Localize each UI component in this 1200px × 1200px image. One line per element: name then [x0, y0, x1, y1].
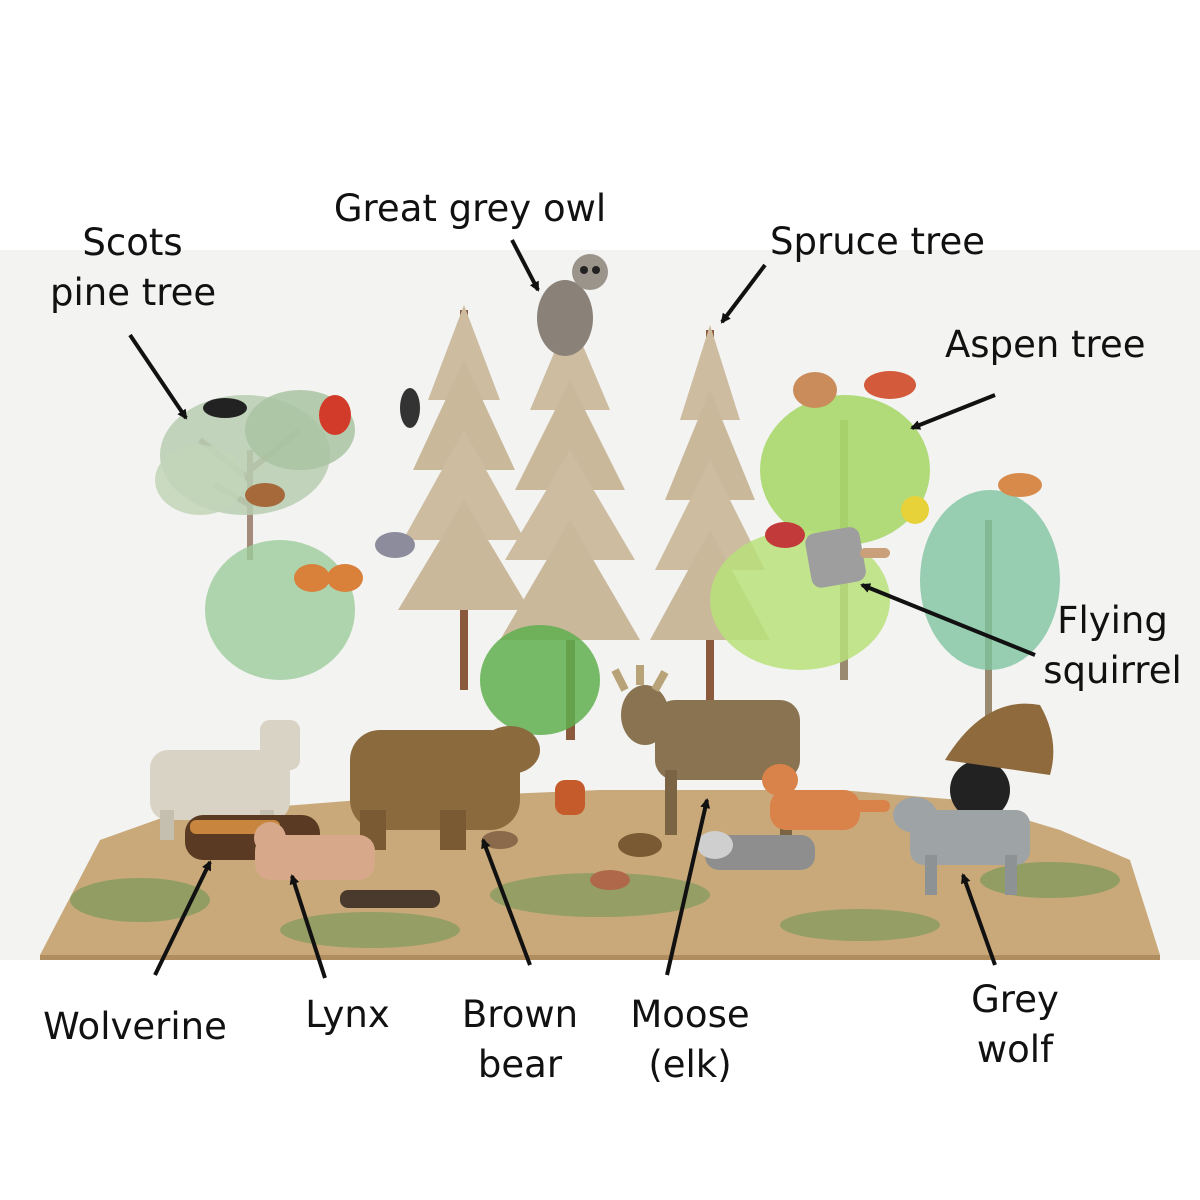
- small-animal-figures: [340, 780, 662, 908]
- label-lynx: Lynx: [305, 993, 390, 1036]
- arrow-flying-squirrel: [860, 583, 1036, 657]
- label-spruce-tree: Spruce tree: [770, 220, 985, 263]
- fern: [480, 625, 600, 735]
- label-moose: Moose (elk): [630, 993, 750, 1086]
- arrows: [128, 239, 1036, 979]
- grey-wolf-figure: [893, 797, 1030, 895]
- arrow-scots-pine: [128, 333, 188, 420]
- arrow-aspen: [910, 393, 996, 430]
- brown-bear-figure: [350, 726, 540, 850]
- arrow-owl: [510, 239, 540, 292]
- owl-figure: [537, 254, 608, 356]
- label-grey-wolf: Grey wolf: [971, 978, 1059, 1071]
- butterfly-figure: [294, 564, 363, 592]
- raccoon-dog-figure: [697, 831, 815, 870]
- label-brown-bear: Brown bear: [461, 993, 579, 1086]
- birch-tree: [920, 490, 1060, 720]
- arrow-lynx: [289, 874, 327, 979]
- bird-figures: [203, 371, 1042, 820]
- tall-pine-tree-left: [398, 305, 530, 690]
- arrow-wolverine: [153, 860, 212, 976]
- scots-pine-tree: [155, 390, 355, 560]
- label-scots-pine: Scots pine tree: [50, 221, 217, 314]
- rock: [945, 703, 1054, 775]
- arrow-wolf: [960, 873, 997, 966]
- arrow-bear: [481, 838, 532, 966]
- tall-pine-tree-center: [500, 315, 640, 740]
- label-great-grey-owl: Great grey owl: [333, 187, 607, 230]
- lynx-figure: [254, 822, 375, 880]
- spruce-tree: [650, 325, 770, 730]
- fox-figure: [762, 764, 890, 830]
- moose-figure: [611, 665, 800, 835]
- label-aspen-tree: Aspen tree: [945, 323, 1146, 366]
- arrow-spruce: [720, 263, 767, 324]
- label-flying-squirrel: Flying squirrel: [1043, 599, 1182, 692]
- label-wolverine: Wolverine: [43, 1005, 227, 1048]
- arrow-moose: [665, 798, 711, 976]
- flying-squirrel-figure: [805, 527, 890, 588]
- left-bush: [205, 540, 355, 680]
- reindeer-figure: [150, 720, 300, 840]
